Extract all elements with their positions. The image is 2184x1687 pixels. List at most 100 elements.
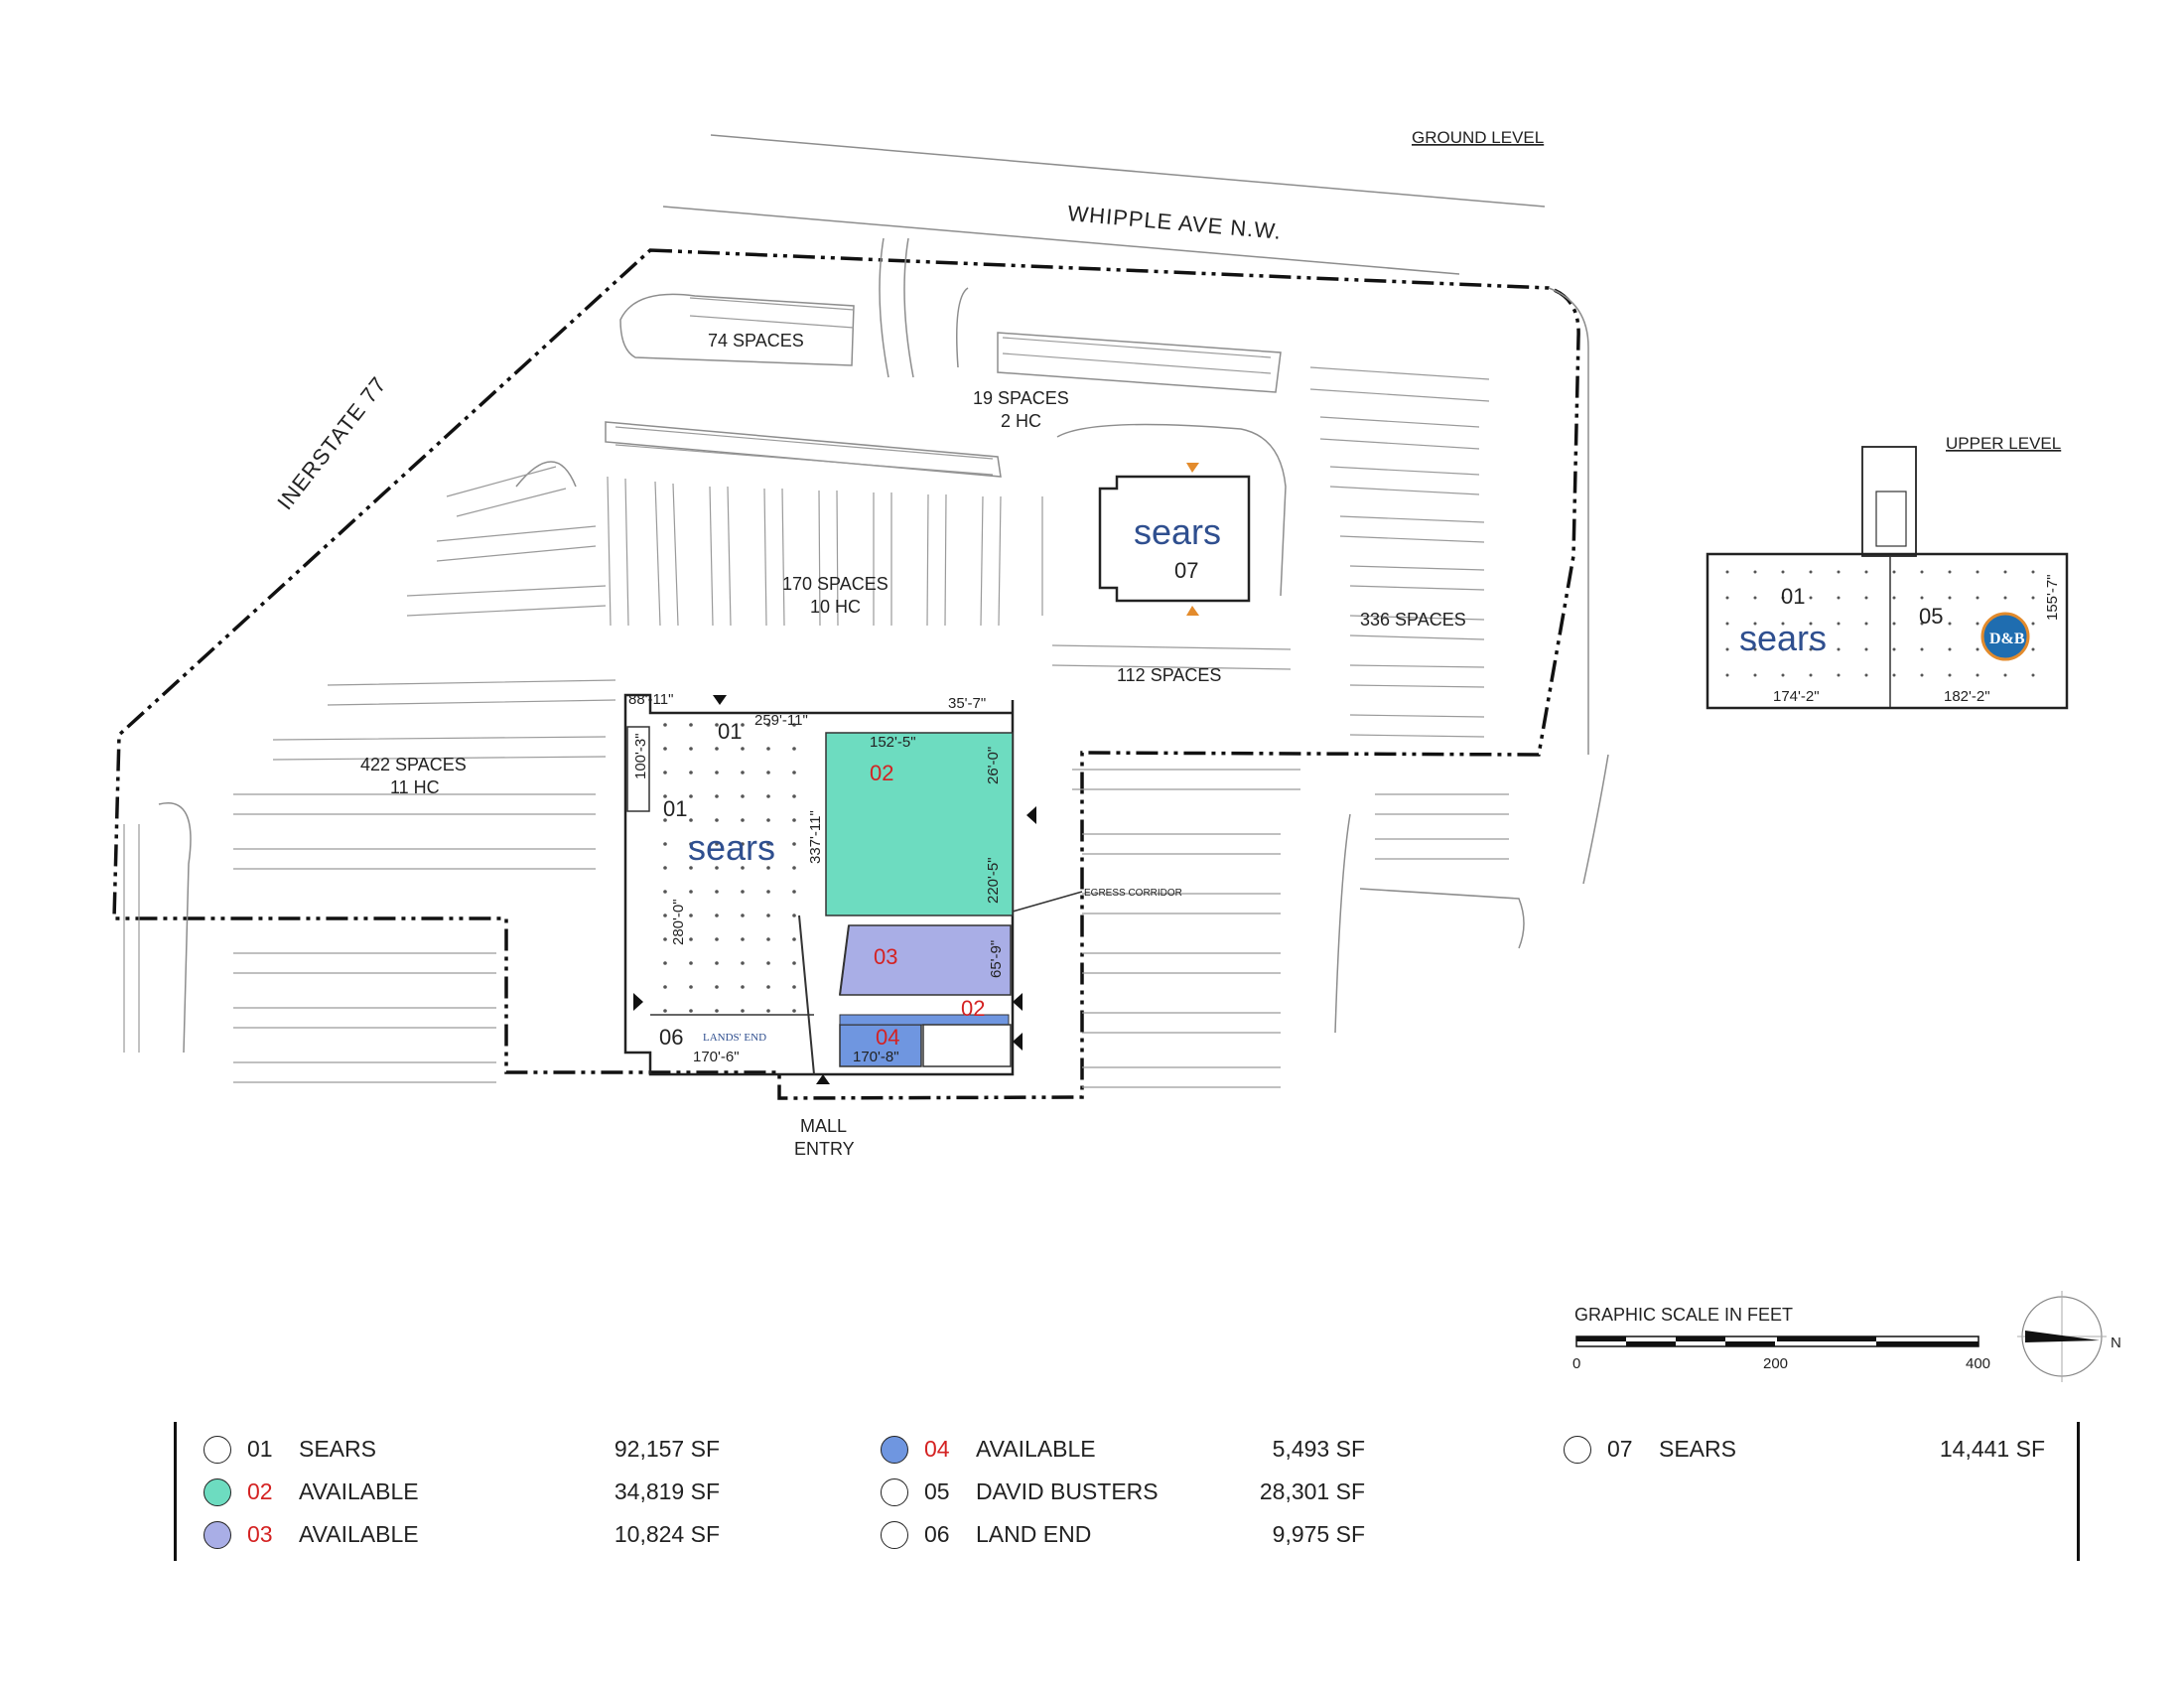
- column-dot: [766, 937, 770, 941]
- column-dot: [715, 890, 719, 894]
- column-dot: [689, 890, 693, 894]
- column-dot: [766, 890, 770, 894]
- legend-swatch: [204, 1435, 231, 1464]
- column-dot: [715, 818, 719, 822]
- parking-label-170: 170 SPACES: [782, 574, 888, 594]
- column-dot: [766, 1009, 770, 1013]
- column-dot: [715, 937, 719, 941]
- column-dot: [741, 890, 745, 894]
- parking-stalls: [123, 297, 1509, 1088]
- upper-column-dot: [1753, 596, 1757, 600]
- column-dot: [741, 961, 745, 965]
- southeast-curb: [1359, 888, 1525, 949]
- upper-dim-155-7: 155'-7": [2044, 574, 2061, 621]
- column-dot: [663, 842, 667, 846]
- unit-03-label: 03: [874, 944, 897, 969]
- upper-column-dot: [2031, 647, 2035, 651]
- upper-column-dot: [1809, 570, 1813, 574]
- column-dot: [741, 1009, 745, 1013]
- upper-column-dot: [1781, 596, 1785, 600]
- column-dot: [792, 961, 796, 965]
- upper-column-dot: [1809, 596, 1813, 600]
- column-dot: [792, 985, 796, 989]
- scale-400: 400: [1966, 1355, 1990, 1372]
- column-dot: [715, 866, 719, 870]
- legend-number: 01: [247, 1436, 273, 1462]
- column-dot: [715, 842, 719, 846]
- column-dot: [766, 747, 770, 751]
- lot-19-island: [997, 332, 1282, 393]
- legend-item: 03 AVAILABLE 10,824 SF: [204, 1513, 720, 1556]
- legend-column-3: 07 SEARS 14,441 SF: [1564, 1428, 2045, 1471]
- column-dot: [715, 747, 719, 751]
- dim-259-11: 259'-11": [754, 712, 808, 729]
- column-dot: [663, 914, 667, 917]
- dim-337-11: 337'-11": [807, 810, 824, 864]
- main-building: [623, 693, 1015, 1076]
- upper-column-dot: [1920, 570, 1924, 574]
- upper-column-dot: [1864, 647, 1868, 651]
- east-curb: [1334, 813, 1351, 1034]
- legend-name: AVAILABLE: [976, 1436, 1096, 1462]
- upper-column-dot: [1725, 596, 1729, 600]
- dnb-logo: D&B: [1989, 631, 2025, 647]
- parking-label-422: 422 SPACES: [360, 755, 467, 774]
- upper-column-dot: [1837, 622, 1841, 626]
- legend-item: 05 DAVID BUSTERS 28,301 SF: [881, 1471, 1365, 1513]
- upper-column-dot: [1809, 673, 1813, 677]
- unit-06-label: 06: [659, 1025, 683, 1050]
- ground-level-label: GROUND LEVEL: [1412, 128, 1544, 147]
- upper-unit-01-label: 01: [1781, 584, 1805, 609]
- upper-dim-182-2: 182'-2": [1944, 688, 1990, 705]
- column-dot: [689, 1009, 693, 1013]
- column-dot: [792, 842, 796, 846]
- legend-swatch: [881, 1520, 908, 1549]
- entry-curb-1: [879, 237, 889, 378]
- upper-column-dot: [1809, 647, 1813, 651]
- egress-leader: [1012, 891, 1083, 913]
- column-dot: [715, 723, 719, 727]
- scale-0: 0: [1572, 1355, 1580, 1372]
- dim-170-6: 170'-6": [693, 1049, 740, 1065]
- legend-name: DAVID BUSTERS: [976, 1478, 1159, 1504]
- upper-column-dot: [2031, 570, 2035, 574]
- legend-item: 06 LAND END 9,975 SF: [881, 1513, 1365, 1556]
- legend-swatch: [1564, 1435, 1591, 1464]
- column-dot: [741, 747, 745, 751]
- unit-02-label: 02: [870, 761, 893, 785]
- upper-column-dot: [1976, 622, 1979, 626]
- unit-01-label-2: 01: [663, 796, 687, 821]
- upper-column-dot: [1948, 596, 1952, 600]
- sears-main-logo: sears: [688, 827, 775, 868]
- street-label: WHIPPLE AVE N.W.: [1067, 201, 1283, 244]
- column-dot: [663, 866, 667, 870]
- upper-column-dot: [2003, 596, 2007, 600]
- egress-label: EGRESS CORRIDOR: [1084, 888, 1182, 899]
- legend-item: 02 AVAILABLE 34,819 SF: [204, 1471, 720, 1513]
- street-edge-south: [662, 206, 1460, 275]
- legend-number: 02: [247, 1478, 273, 1504]
- column-dot: [663, 794, 667, 798]
- column-dot: [741, 985, 745, 989]
- column-dot: [689, 866, 693, 870]
- legend-name: AVAILABLE: [299, 1521, 419, 1547]
- upper-column-dot: [1837, 570, 1841, 574]
- upper-column-dot: [1781, 570, 1785, 574]
- column-dot: [741, 937, 745, 941]
- sears-auto-building: [1098, 475, 1251, 603]
- column-dot: [766, 723, 770, 727]
- upper-column-dot: [2003, 673, 2007, 677]
- column-dot: [792, 914, 796, 917]
- column-dot: [766, 818, 770, 822]
- dim-26-0: 26'-0": [985, 747, 1002, 784]
- column-dot: [766, 866, 770, 870]
- column-dot: [663, 961, 667, 965]
- column-dot: [766, 771, 770, 774]
- mall-entry-label-1: MALL: [800, 1116, 847, 1136]
- west-island: [515, 461, 577, 488]
- column-dot: [741, 866, 745, 870]
- column-dot: [689, 937, 693, 941]
- column-dot: [766, 794, 770, 798]
- legend: 01 SEARS 92,157 SF 02 AVAILABLE 34,819 S…: [174, 1422, 2080, 1561]
- legend-name: AVAILABLE: [299, 1478, 419, 1504]
